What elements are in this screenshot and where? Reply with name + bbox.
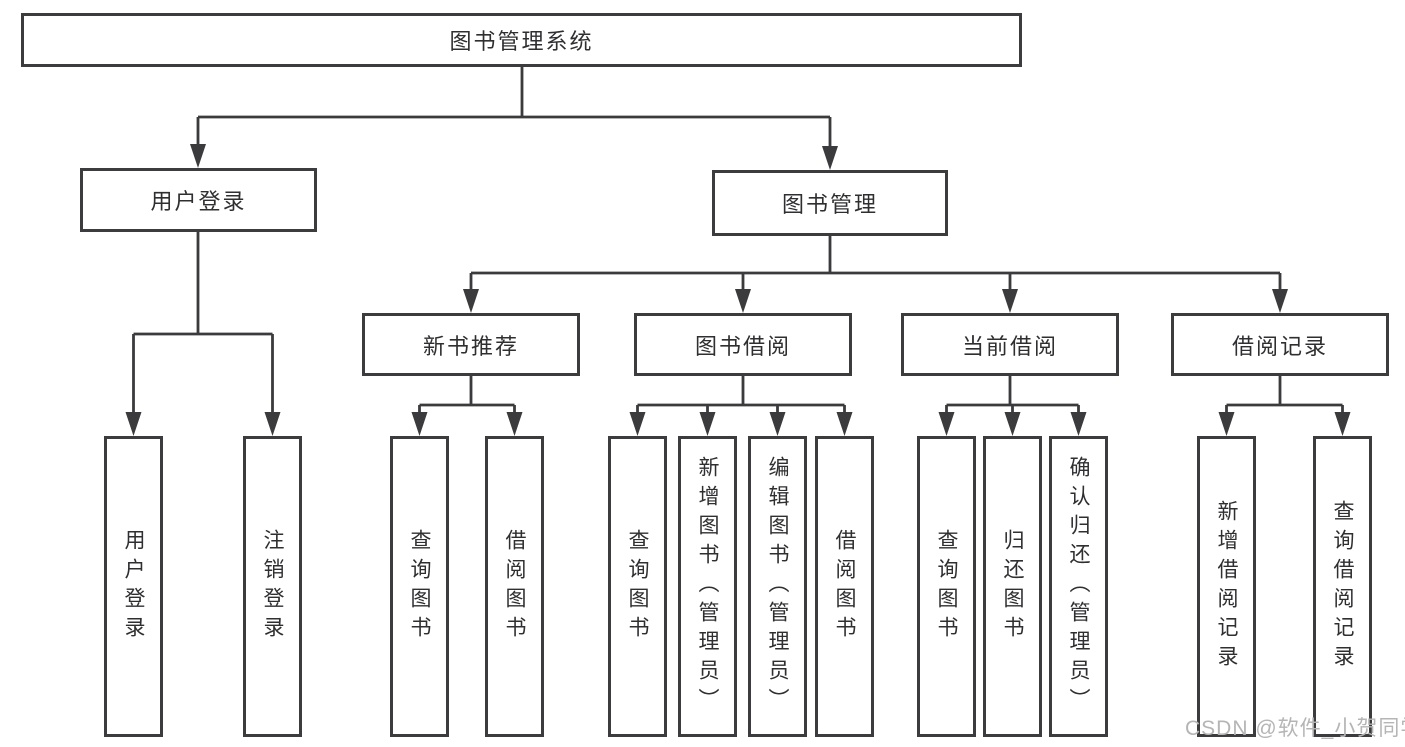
- node-book-management-module: 图书管理: [712, 170, 948, 236]
- node-label: 图书管理: [781, 192, 878, 217]
- leaf-label: 新增借阅记录: [1215, 499, 1238, 674]
- node-label: 借阅记录: [1231, 333, 1328, 359]
- node-label: 用户登录: [150, 189, 247, 214]
- leaf-label: 查询图书: [935, 528, 958, 645]
- leaf-label: 查询借阅记录: [1331, 499, 1354, 674]
- node-leaf-borrow-books-recommend: 借阅图书: [485, 436, 544, 737]
- node-label: 当前借阅: [961, 333, 1058, 359]
- node-leaf-edit-books-admin: 编辑图书（管理员）: [748, 436, 807, 737]
- leaf-label: 查询图书: [626, 528, 649, 645]
- leaf-label: 归还图书: [1001, 528, 1024, 645]
- arrowheads: [125, 144, 1351, 436]
- node-leaf-query-borrow-record: 查询借阅记录: [1313, 436, 1372, 737]
- node-root-system: 图书管理系统: [21, 13, 1022, 67]
- node-leaf-return-books: 归还图书: [983, 436, 1042, 737]
- leaf-label: 新增图书（管理员）: [696, 456, 719, 717]
- csdn-watermark: CSDN @软件_小贺同学: [1185, 717, 1405, 740]
- node-label: 图书借阅: [694, 333, 791, 359]
- leaf-label: 借阅图书: [503, 528, 526, 645]
- leaf-label: 确认归还（管理员）: [1067, 456, 1090, 717]
- node-leaf-query-books-current: 查询图书: [917, 436, 976, 737]
- leaf-label: 注销登录: [261, 528, 284, 645]
- node-root-label: 图书管理系统: [449, 29, 594, 54]
- node-book-borrowing: 图书借阅: [634, 313, 852, 376]
- node-new-book-recommend: 新书推荐: [362, 313, 580, 376]
- leaf-label: 编辑图书（管理员）: [766, 456, 789, 717]
- node-leaf-query-books-borrowing: 查询图书: [608, 436, 667, 737]
- node-leaf-borrow-books-borrowing: 借阅图书: [815, 436, 874, 737]
- leaf-label: 用户登录: [122, 528, 145, 645]
- leaf-label: 查询图书: [408, 528, 431, 645]
- node-leaf-confirm-return-admin: 确认归还（管理员）: [1049, 436, 1108, 737]
- node-current-borrowing: 当前借阅: [901, 313, 1119, 376]
- node-borrowing-records: 借阅记录: [1171, 313, 1389, 376]
- node-leaf-logout: 注销登录: [243, 436, 302, 737]
- node-user-login-module: 用户登录: [80, 168, 317, 232]
- leaf-label: 借阅图书: [833, 528, 856, 645]
- node-leaf-query-books-recommend: 查询图书: [390, 436, 449, 737]
- node-leaf-add-books-admin: 新增图书（管理员）: [678, 436, 737, 737]
- node-label: 新书推荐: [422, 333, 519, 359]
- node-leaf-user-login: 用户登录: [104, 436, 163, 737]
- node-leaf-add-borrow-record: 新增借阅记录: [1197, 436, 1256, 737]
